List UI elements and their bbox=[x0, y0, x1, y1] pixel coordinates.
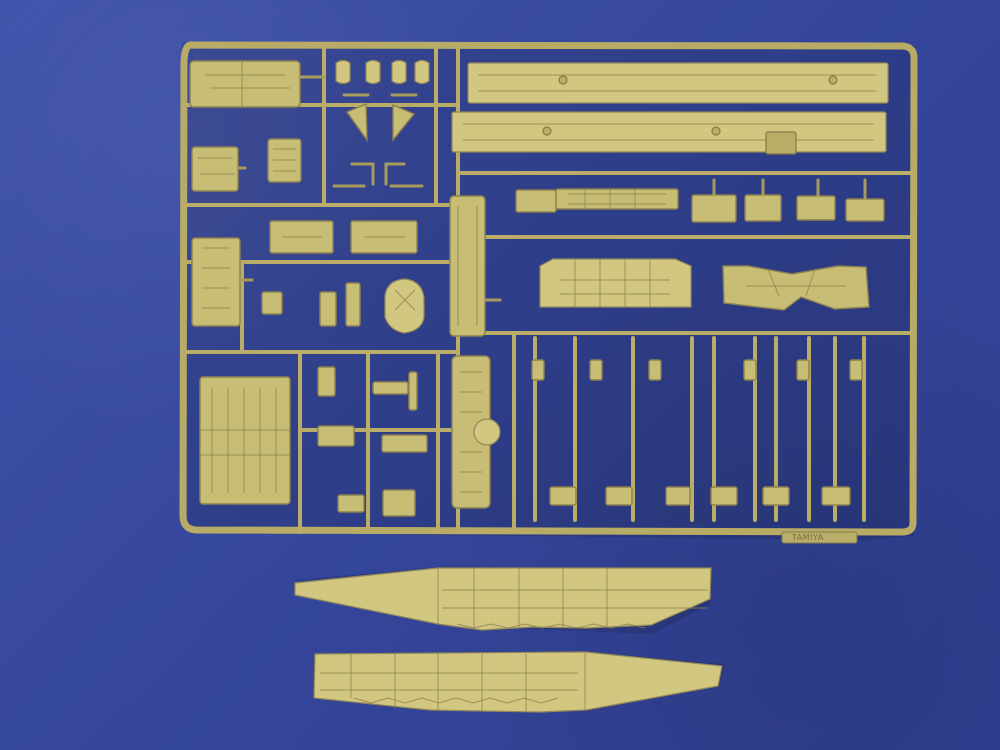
upper-left-parts bbox=[189, 59, 430, 327]
center-right-parts bbox=[539, 258, 870, 311]
mid-left-parts bbox=[199, 278, 428, 517]
upper-right-parts bbox=[515, 178, 885, 223]
top-long-parts bbox=[451, 62, 889, 155]
svg-text:TAMIYA: TAMIYA bbox=[791, 533, 824, 542]
frame-label: TAMIYA bbox=[781, 531, 858, 544]
main-sprue-frame bbox=[179, 41, 918, 536]
lower-hull-parts bbox=[294, 567, 723, 713]
right-suspension-arms bbox=[531, 336, 866, 522]
center-column bbox=[449, 195, 502, 509]
